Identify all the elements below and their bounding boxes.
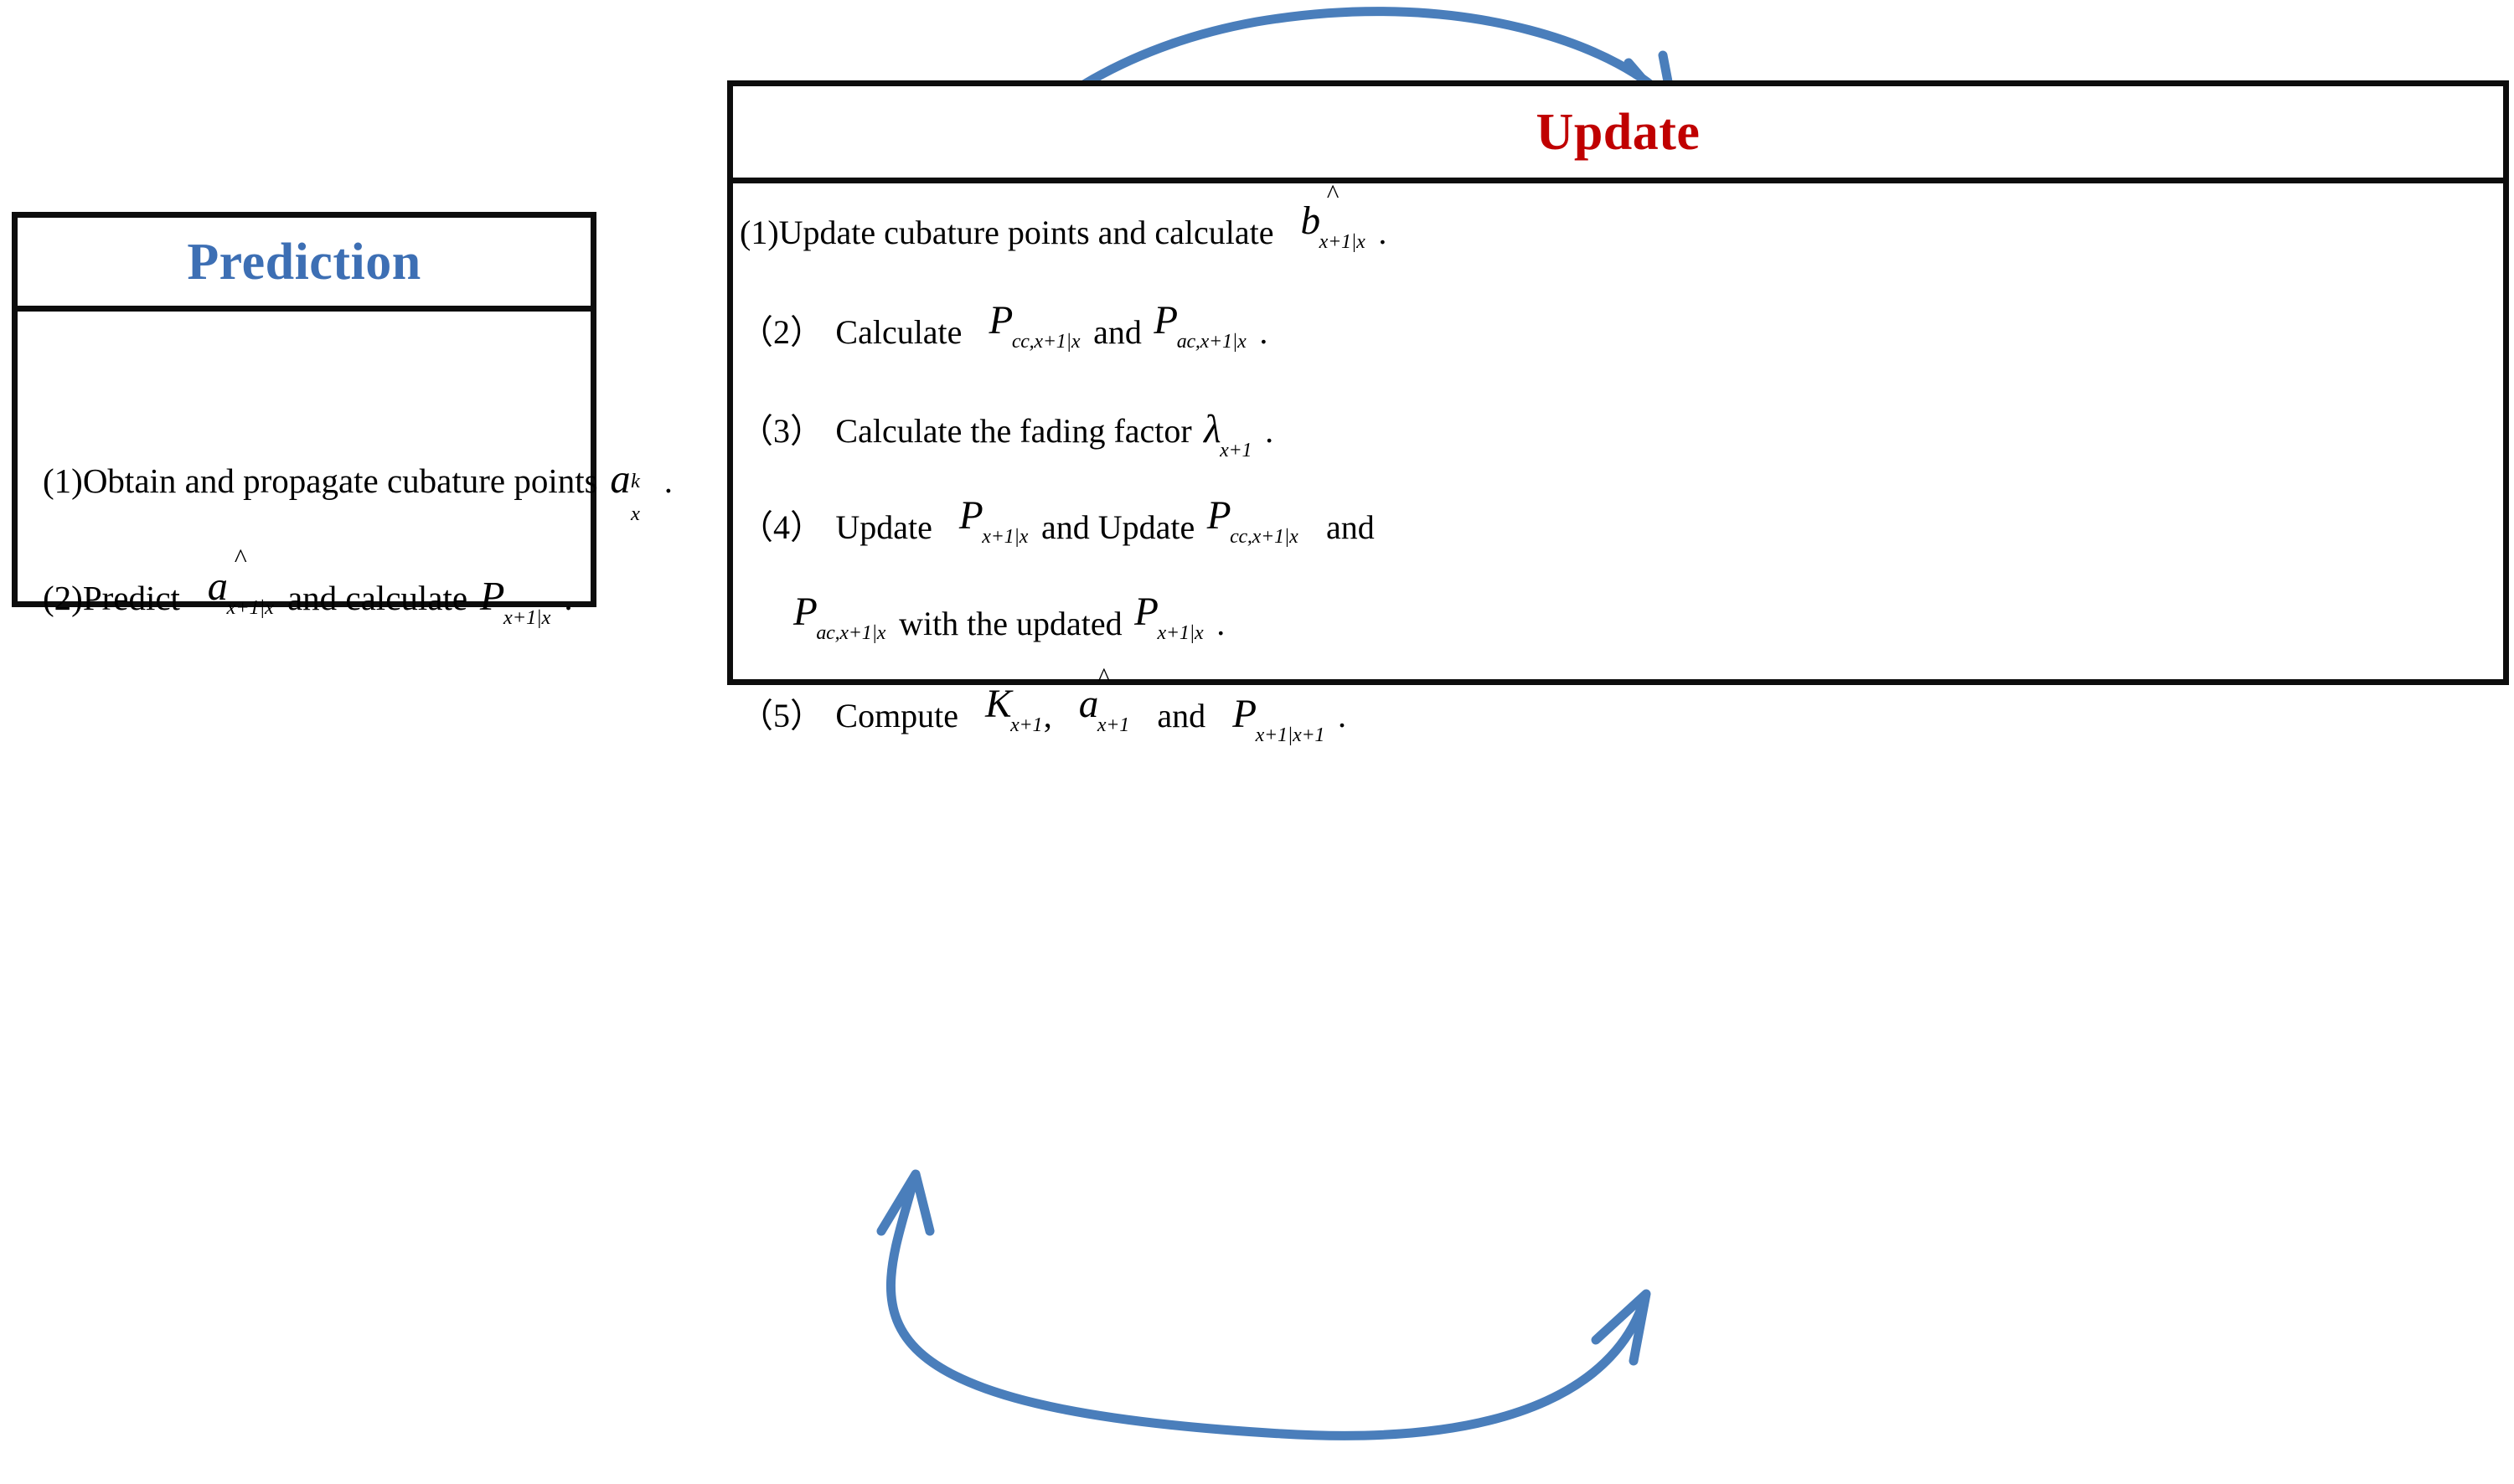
symbol-sub: x+1|x [1157,621,1204,644]
symbol-sub: x [631,502,640,525]
symbol-P-cc-xplus1-given-x-2: Pcc,x+1|x [1206,494,1299,547]
symbol-base: P [1134,590,1159,634]
update-item-2: （2） Calculate Pcc,x+1|x and Pac,x+1|x . [740,300,1268,356]
symbol-base: b [1300,199,1321,243]
hat-accent-icon: ^ [1326,178,1340,209]
hat-accent-icon: ^ [234,543,247,573]
update-item-4-and: and [1326,508,1375,546]
symbol-P-xplus1-given-x: Px+1|x [958,494,1030,547]
update-item-3-period: . [1265,412,1274,450]
update-item-3-label: （3） [740,412,823,450]
symbol-a-k-x: a k x [610,457,652,524]
symbol-sub: cc,x+1|x [1011,330,1081,353]
prediction-item-2-text: Predict [82,579,180,617]
symbol-base: P [1232,693,1257,736]
prediction-item-1-text: Obtain and propagate cubature points [82,461,598,500]
update-item-3: （3） Calculate the fading factor λx+1 . [740,408,1274,461]
prediction-item-1-label: (1) [43,461,83,500]
symbol-P-ac-xplus1-given-x: Pac,x+1|x [1154,299,1247,352]
hat-accent-icon: ^ [1097,662,1111,692]
update-title: Update [1536,103,1701,161]
update-item-3-text: Calculate the fading factor [835,412,1192,450]
symbol-base: a [1078,683,1099,726]
update-item-4-period: . [1216,605,1226,642]
update-item-4-text: Update [835,508,932,546]
symbol-P-xplus1-given-xplus1: Px+1|x+1 [1232,693,1325,745]
update-item-4-mid: and Update [1041,508,1195,546]
update-body: (1)Update cubature points and calculate … [733,180,2503,745]
symbol-base: P [958,494,983,538]
prediction-item-2-mid: and calculate [287,579,468,617]
symbol-sub: x+1|x [1319,230,1365,253]
prediction-item-2: (2)Predict ^ ax+1|x and calculate Px+1|x… [43,544,573,628]
prediction-box: Prediction (1)Obtain and propagate cubat… [12,212,673,628]
update-item-1-period: . [1378,214,1387,251]
symbol-P-xplus1-given-x-2: Px+1|x [1134,590,1205,643]
update-box: Update (1)Update cubature points and cal… [727,80,2509,745]
symbol-P-cc-xplus1-given-x: Pcc,x+1|x [989,299,1081,352]
update-item-4-cont-text: with the updated [899,605,1123,642]
update-item-5-label: （5） [740,697,823,734]
symbol-base: a [207,564,228,609]
prediction-item-2-label: (2) [43,579,83,617]
symbol-sub: x+1 [1010,714,1043,736]
symbol-base: K [985,683,1012,726]
update-item-4-label: （4） [740,508,823,546]
prediction-item-1: (1)Obtain and propagate cubature points … [43,457,673,524]
update-item-2-label: （2） [740,313,823,351]
update-item-4: （4） Update Px+1|x and Update Pcc,x+1|x a… [740,495,1375,551]
symbol-sub: x+1|x+1 [1255,724,1325,746]
symbol-b-hat-xplus1-given-x: ^ bx+1|x [1300,180,1367,252]
symbol-sub: ac,x+1|x [1176,330,1247,353]
update-item-2-mid: and [1093,313,1142,351]
update-header: Update [733,86,2503,183]
symbol-sub: ac,x+1|x [816,621,886,644]
symbol-base: a [610,457,631,502]
update-item-5-period: . [1338,697,1347,734]
symbol-base: P [793,590,818,634]
symbol-base: P [1206,494,1231,538]
symbol-sub: x+1|x [226,595,274,619]
update-item-5-mid: and [1157,697,1206,734]
symbol-a-hat-xplus1: ^ ax+1 [1078,663,1131,735]
prediction-body: (1)Obtain and propagate cubature points … [18,312,673,628]
update-item-1-text: Update cubature points and calculate [778,214,1274,251]
update-item-4-cont: Pac,x+1|x with the updated Px+1|x . [793,591,1226,647]
update-item-5-comma: , [1043,697,1052,734]
update-item-1: (1)Update cubature points and calculate … [740,180,1387,256]
prediction-title: Prediction [187,233,421,291]
symbol-base: P [989,299,1014,343]
update-item-1-label: (1) [740,214,779,251]
prediction-header: Prediction [18,218,591,312]
symbol-lambda-xplus1: λx+1 [1204,408,1253,461]
update-item-5-text: Compute [835,697,959,734]
symbol-sub: x+1|x [503,606,551,630]
update-item-5: （5） Compute Kx+1 , ^ ax+1 and Px+1|x+1 [740,663,1347,745]
symbol-sub: cc,x+1|x [1230,525,1298,548]
symbol-P-ac-xplus1-given-x-2: Pac,x+1|x [793,590,887,643]
symbol-sup: k [631,470,640,493]
symbol-base: P [479,575,505,619]
symbol-base: λ [1204,408,1221,451]
prediction-item-1-period: . [663,461,673,500]
symbol-sub: x+1 [1220,439,1252,461]
symbol-base: P [1154,299,1179,343]
symbol-P-xplus1-given-x: Px+1|x [479,575,552,628]
symbol-sub: x+1 [1097,714,1129,736]
symbol-a-hat-xplus1-given-x: ^ ax+1|x [207,544,275,618]
symbol-sub: x+1|x [982,525,1029,548]
symbol-K-xplus1: Kx+1 [985,683,1044,735]
arrow-update-to-prediction [876,1169,1651,1440]
update-item-2-text: Calculate [835,313,963,351]
prediction-item-2-period: . [564,579,573,617]
update-item-2-period: . [1259,313,1268,351]
